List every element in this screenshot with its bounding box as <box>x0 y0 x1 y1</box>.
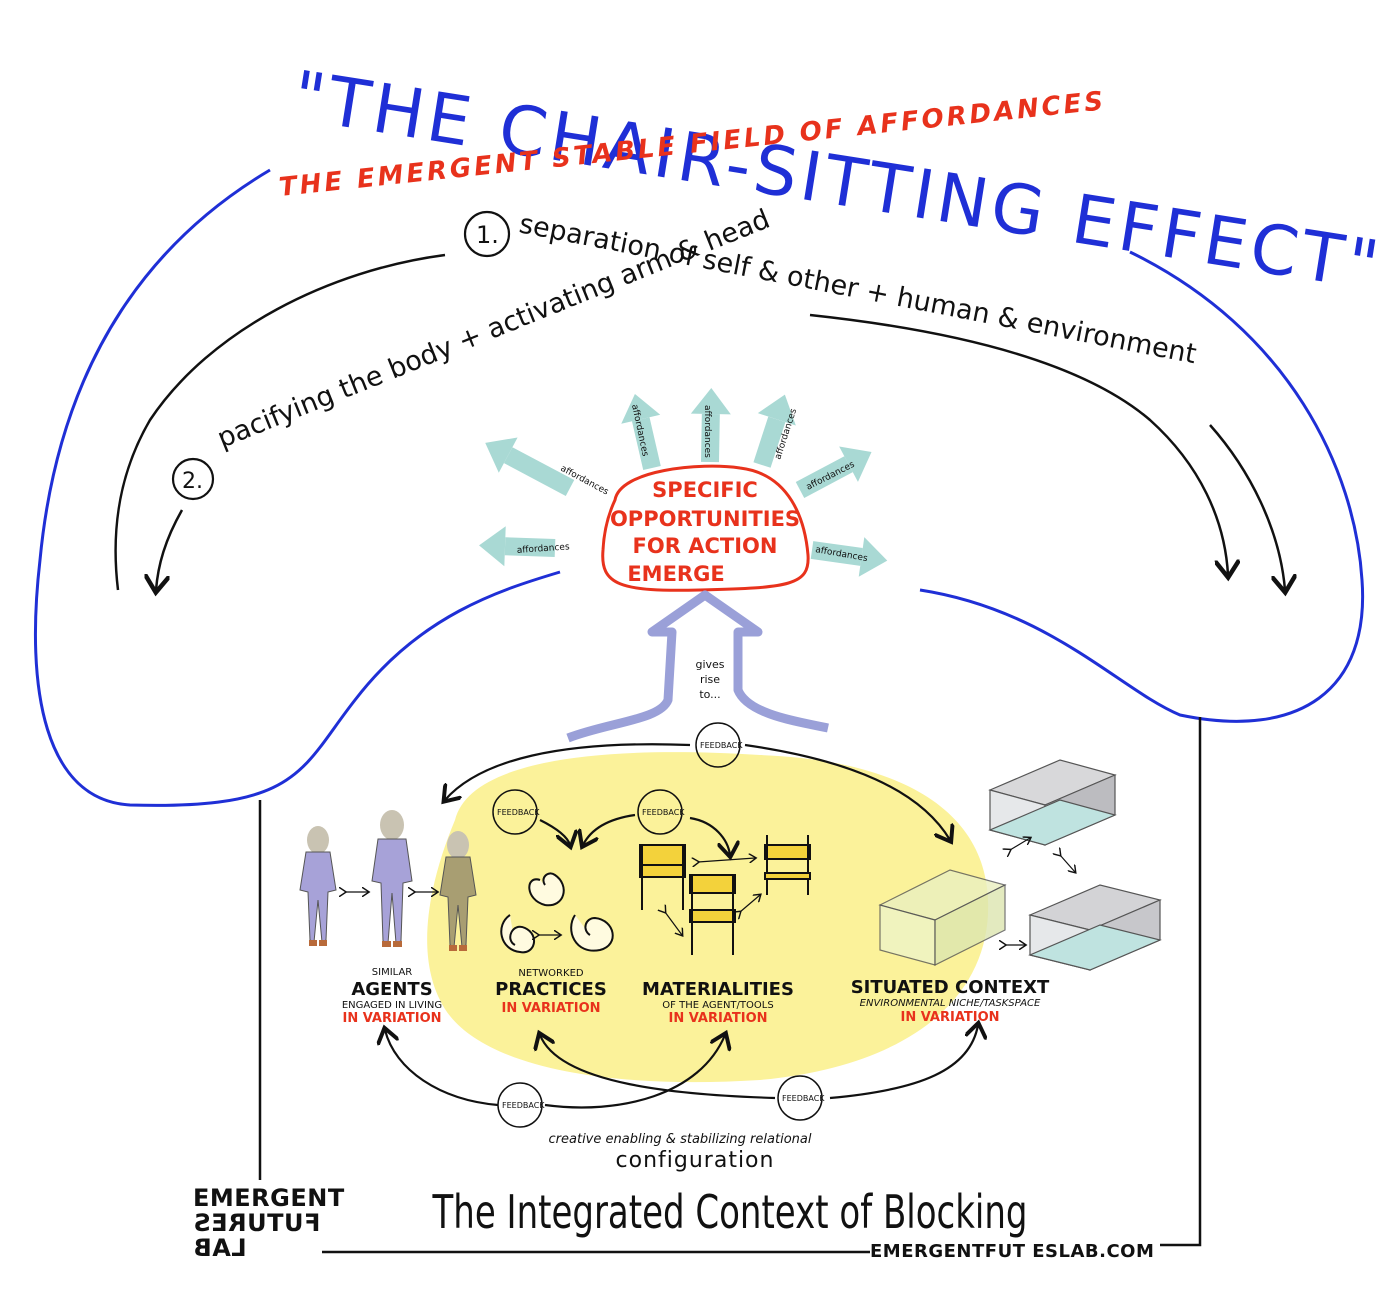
agent-figure <box>439 831 477 951</box>
feedback-arc-materialities-left <box>583 813 636 845</box>
effect-2-number-circle <box>171 457 215 501</box>
chair-link-arrow <box>698 858 755 862</box>
affordance-arrows <box>479 388 888 577</box>
effect-2-arrow-right <box>809 313 1228 575</box>
center-node: SPECIFIC OPPORTUNITIES FOR ACTION EMERGE <box>601 464 810 592</box>
context-enclosure <box>258 717 1202 1254</box>
feedback-arc-bottom-mid-2 <box>540 1035 776 1100</box>
chair-link-arrow <box>665 912 682 935</box>
gives-rise-label: gives rise to... <box>695 658 724 701</box>
effect-1-number-circle <box>463 210 511 258</box>
practices-shapes <box>500 872 614 954</box>
element-agents-variation: IN VARIATION <box>342 1011 441 1026</box>
center-node-line-1: SPECIFIC <box>652 478 758 502</box>
element-context-sub: ENVIRONMENTAL NICHE/TASKSPACE <box>860 998 1041 1009</box>
element-materialities-name: MATERIALITIES <box>642 979 794 1000</box>
gives-rise-line-1: gives <box>695 658 724 671</box>
effect-1-arrow <box>114 253 1285 590</box>
feedback-arc-top-right <box>744 743 950 840</box>
center-node-line-4: EMERGE <box>627 562 724 586</box>
materialities-chairs <box>639 835 811 955</box>
svg-text:FEEDBACK: FEEDBACK <box>502 1101 545 1110</box>
affordance-arrow <box>485 437 575 496</box>
context-link-arrow <box>1010 838 1030 850</box>
feedback-arc-agents-practices <box>539 819 570 845</box>
context-box <box>1028 884 1162 971</box>
feedback-badge: FEEDBACK <box>497 1082 545 1128</box>
affordance-arrow <box>479 526 556 567</box>
agents-figures <box>299 810 477 951</box>
lab-logo-line-2: FUTURES <box>193 1209 321 1237</box>
effect-2: 2. pacifying the body + activating arm &… <box>171 204 774 501</box>
context-link-arrow <box>1060 855 1075 872</box>
feedback-badge: FEEDBACK <box>695 722 743 768</box>
configuration-line-2: configuration <box>616 1148 775 1173</box>
svg-text:FEEDBACK: FEEDBACK <box>782 1094 825 1103</box>
element-practices-variation: IN VARIATION <box>501 1001 600 1016</box>
practice-shape <box>500 914 535 954</box>
element-agents-pre: SIMILAR <box>372 967 413 978</box>
element-agents-name: AGENTS <box>351 979 432 1000</box>
lab-logo-line-1: EMERGENT <box>193 1184 345 1212</box>
affordance-arrow <box>810 537 888 577</box>
feedback-badges: FEEDBACK FEEDBACK FEEDBACK FEEDBACK FEED… <box>492 722 825 1128</box>
center-node-outline <box>601 464 810 592</box>
context-boxes <box>878 759 1162 971</box>
feedback-arc-bottom-left <box>385 1030 499 1107</box>
affordance-arrow <box>795 446 872 498</box>
practice-shape <box>570 914 614 952</box>
feedback-arc-top <box>445 743 691 800</box>
feedback-badge: FEEDBACK <box>492 789 540 835</box>
svg-text:FEEDBACK: FEEDBACK <box>700 741 743 750</box>
feedback-arc-bottom-right <box>829 1025 978 1100</box>
affordance-label: affordances <box>702 405 712 458</box>
context-box <box>878 869 1007 966</box>
feedback-badge: FEEDBACK <box>777 1075 825 1121</box>
chair-link-arrow <box>740 895 760 912</box>
element-practices-name: PRACTICES <box>495 979 607 1000</box>
feedback-arc-bottom-mid <box>544 1035 725 1109</box>
element-materialities: MATERIALITIES OF THE AGENT/TOOLS IN VARI… <box>642 979 794 1026</box>
effect-1-number: 1. <box>476 221 499 249</box>
gives-rise-line-3: to... <box>699 688 720 701</box>
center-node-line-3: FOR ACTION <box>633 534 778 558</box>
feedback-badge: FEEDBACK <box>637 789 685 835</box>
center-node-line-2: OPPORTUNITIES <box>610 507 800 531</box>
effect-2-arrow-left <box>156 509 184 590</box>
svg-text:FEEDBACK: FEEDBACK <box>497 808 540 817</box>
effect-2-number: 2. <box>182 469 203 494</box>
element-agents: SIMILAR AGENTS ENGAGED IN LIVING IN VARI… <box>342 967 442 1026</box>
svg-text:FEEDBACK: FEEDBACK <box>642 808 685 817</box>
chair <box>764 835 811 895</box>
element-context-name: SITUATED CONTEXT <box>851 977 1050 998</box>
feedback-arcs <box>385 743 978 1109</box>
bottom-title: The Integrated Context of Blocking <box>432 1185 1028 1239</box>
gives-rise-arrow <box>566 590 829 743</box>
element-context: SITUATED CONTEXT ENVIRONMENTAL NICHE/TAS… <box>851 977 1050 1025</box>
affordance-arrow <box>621 393 661 471</box>
affordance-label: affordances <box>517 542 571 556</box>
agent-figure <box>371 810 413 947</box>
effect-loop-outline <box>33 168 1365 807</box>
element-materialities-sub: OF THE AGENT/TOOLS <box>662 1000 773 1011</box>
context-box <box>988 759 1117 846</box>
practice-shape <box>528 872 565 907</box>
lab-logo: EMERGENT FUTURES LAB <box>193 1184 345 1263</box>
site-url: EMERGENTFUT ESLAB.COM <box>870 1241 1154 1262</box>
chair <box>689 874 736 955</box>
element-context-variation: IN VARIATION <box>900 1010 999 1025</box>
element-practices-pre: NETWORKED <box>518 968 583 979</box>
agent-figure <box>299 826 337 946</box>
element-materialities-variation: IN VARIATION <box>668 1011 767 1026</box>
element-agents-sub: ENGAGED IN LIVING <box>342 1000 442 1011</box>
element-practices: NETWORKED PRACTICES IN VARIATION <box>495 968 607 1016</box>
lab-logo-line-3: LAB <box>193 1234 247 1262</box>
chair <box>639 844 686 910</box>
affordance-arrow <box>753 394 796 468</box>
configuration-line-1: creative enabling & stabilizing relation… <box>549 1132 812 1147</box>
gives-rise-line-2: rise <box>700 673 720 686</box>
feedback-arc-materialities-right <box>689 816 730 855</box>
affordance-arrow <box>690 388 731 463</box>
